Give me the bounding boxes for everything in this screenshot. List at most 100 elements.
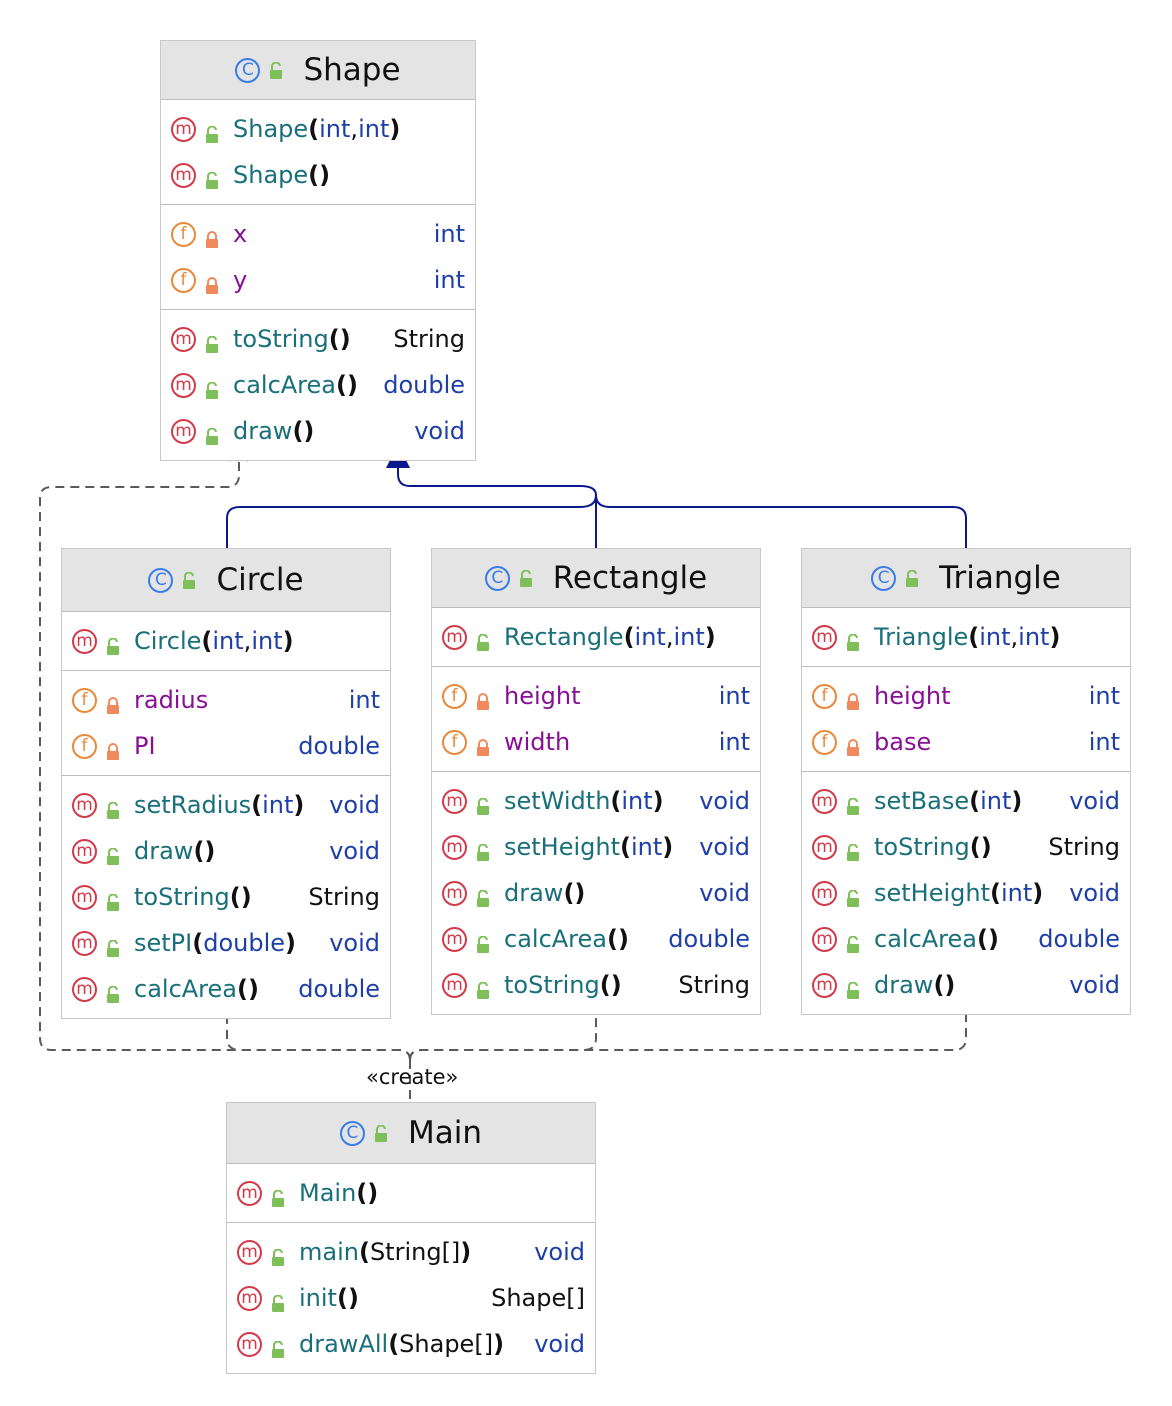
method-name: Circle (134, 627, 202, 655)
field-type: int (718, 682, 750, 710)
public-lock-icon (106, 935, 120, 957)
param-type: int (358, 115, 390, 143)
close-paren: ) (610, 971, 622, 999)
method-icon: m (442, 624, 467, 650)
open-paren: ( (201, 627, 213, 655)
method-name: draw (504, 879, 564, 907)
method-name: draw (233, 417, 293, 445)
close-paren: ) (319, 161, 331, 189)
public-lock-icon (476, 793, 490, 815)
field-name: y (233, 266, 248, 294)
open-paren: ( (336, 371, 347, 399)
method-icon: m (171, 162, 196, 188)
param-separator: , (665, 623, 674, 651)
open-paren: ( (229, 883, 241, 911)
open-paren: ( (193, 837, 205, 865)
field-icon: f (812, 683, 837, 709)
close-paren: ) (460, 1238, 472, 1266)
close-paren: ) (347, 1284, 359, 1312)
public-lock-icon (106, 889, 120, 911)
close-paren: ) (282, 627, 294, 655)
param-type: Shape[] (399, 1330, 494, 1358)
open-paren: ( (388, 1330, 400, 1358)
field-type: int (718, 728, 750, 756)
open-paren: ( (599, 971, 611, 999)
method-icon: m (442, 880, 467, 906)
open-paren: ( (969, 787, 981, 815)
return-type: void (699, 787, 750, 815)
method-name: Main (299, 1179, 357, 1207)
class-name: Triangle (939, 560, 1061, 596)
close-paren: ) (247, 975, 259, 1003)
public-lock-icon (846, 931, 860, 953)
field-name: height (504, 682, 581, 710)
open-paren: ( (336, 1284, 348, 1312)
return-type: String (308, 883, 380, 911)
param-type: int (1018, 623, 1050, 651)
field-name: x (233, 220, 248, 248)
open-paren: ( (990, 879, 1001, 907)
public-lock-icon (106, 981, 120, 1003)
return-type: Shape[] (491, 1284, 585, 1312)
method-name: drawAll (299, 1330, 389, 1358)
param-type: int (673, 623, 705, 651)
close-paren: ) (652, 787, 664, 815)
method-name: toString (874, 833, 970, 861)
class-icon: C (484, 565, 510, 591)
open-paren: ( (192, 929, 204, 957)
param-separator: , (350, 115, 359, 143)
method-icon: m (72, 792, 97, 818)
class-name: Circle (216, 562, 304, 598)
method-icon: m (237, 1180, 262, 1206)
close-paren: ) (987, 925, 999, 953)
private-lock-icon (846, 688, 860, 710)
method-icon: m (171, 372, 196, 398)
dependency-line-circle (226, 1004, 411, 1061)
close-paren: ) (346, 371, 358, 399)
public-lock-icon (476, 885, 490, 907)
method-icon: m (72, 976, 97, 1002)
